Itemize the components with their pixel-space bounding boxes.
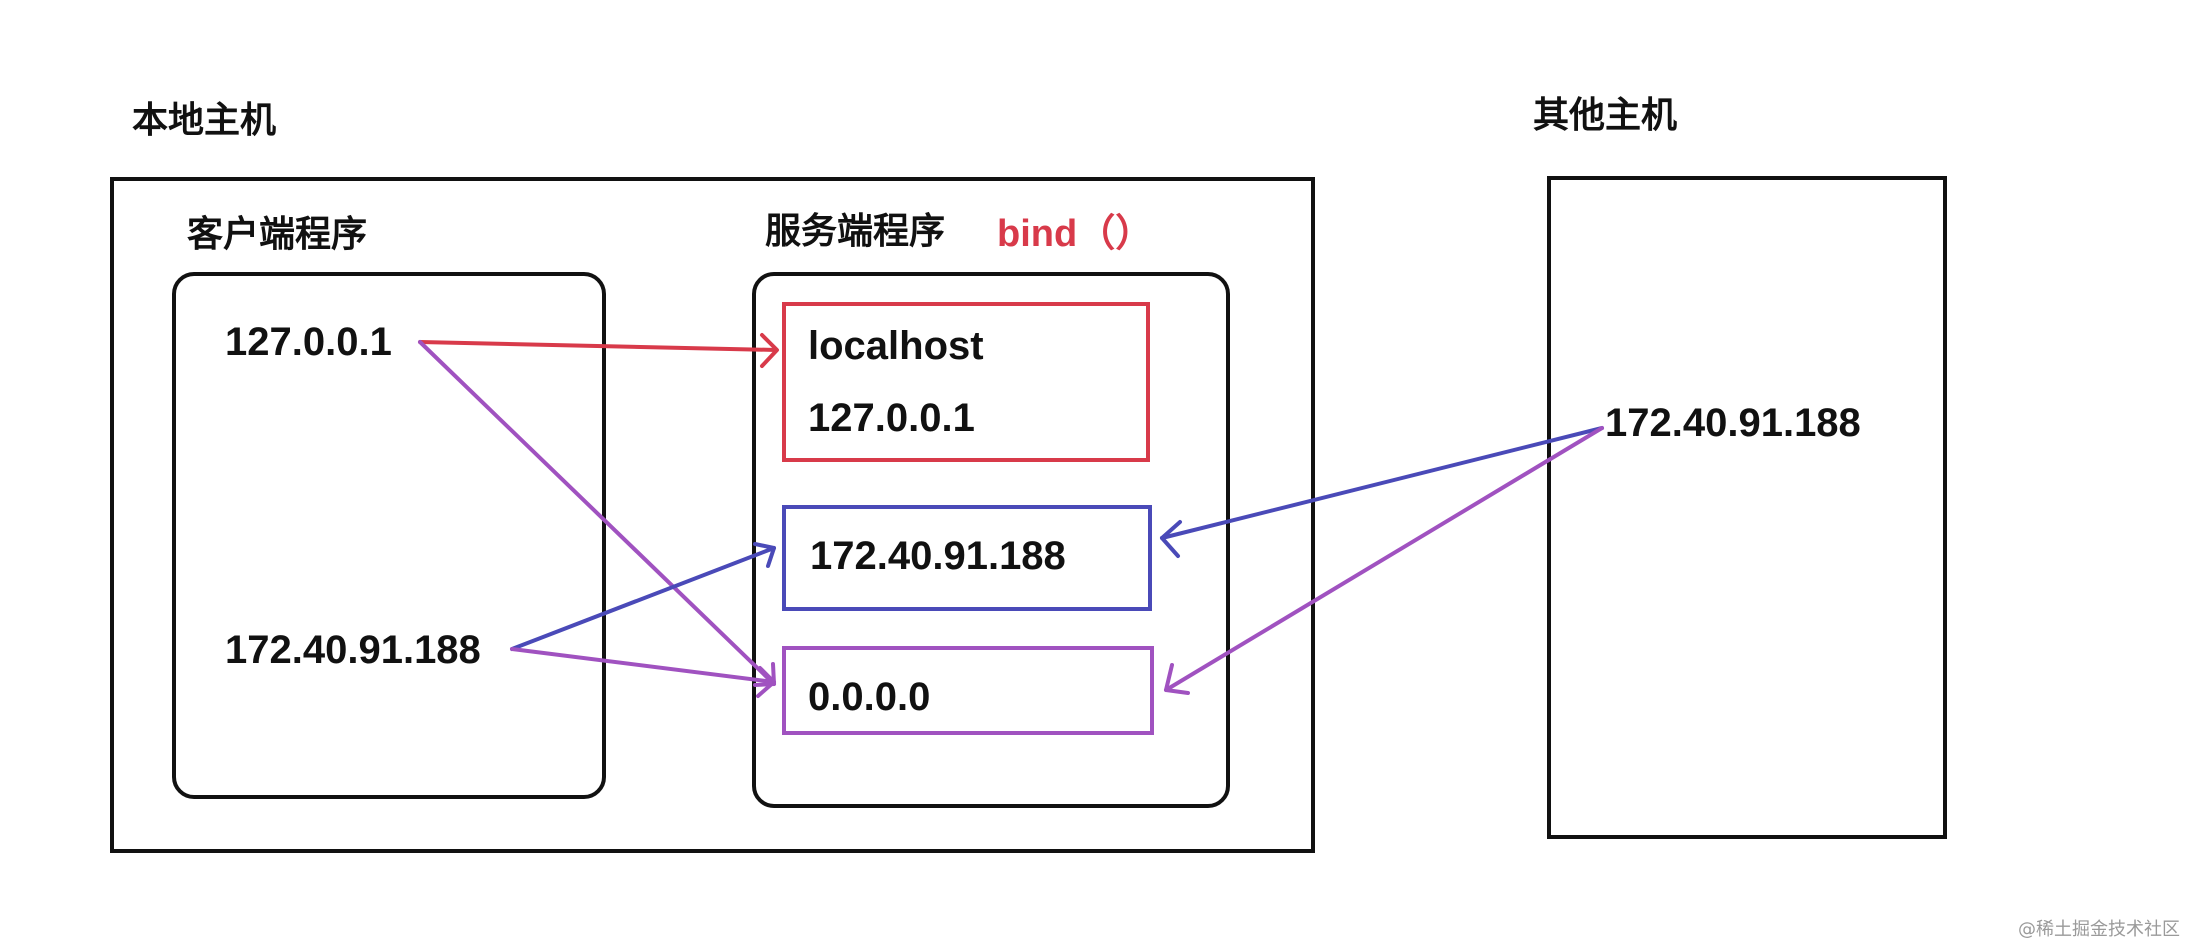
arrow-client-lan-to-lan xyxy=(510,542,776,651)
bind-lan-ip: 172.40.91.188 xyxy=(810,534,1066,578)
arrow-client-lan-to-any xyxy=(510,647,776,698)
client-loopback-ip: 127.0.0.1 xyxy=(225,320,392,364)
client-program-box xyxy=(172,272,606,799)
client-lan-ip: 172.40.91.188 xyxy=(225,628,481,672)
server-program-box xyxy=(752,272,1230,808)
server-program-title: 服务端程序 xyxy=(765,211,946,252)
arrow-client-loopback-to-any xyxy=(418,340,776,687)
bind-lan-box xyxy=(782,505,1152,611)
arrow-other-host-to-lan xyxy=(1160,426,1604,558)
bind-any-ip: 0.0.0.0 xyxy=(808,675,931,719)
local-host-title: 本地主机 xyxy=(132,100,277,141)
bind-localhost-ip: 127.0.0.1 xyxy=(808,396,975,440)
arrow-other-host-to-any xyxy=(1164,426,1604,695)
watermark: @稀土掘金技术社区 xyxy=(2018,919,2180,940)
other-host-box xyxy=(1547,176,1947,839)
bind-localhost-box xyxy=(782,302,1150,462)
bind-localhost-name: localhost xyxy=(808,324,984,368)
local-host-box xyxy=(110,177,1315,853)
client-program-title: 客户端程序 xyxy=(187,214,368,255)
arrow-client-loopback-to-localhost xyxy=(418,333,779,368)
other-host-ip: 172.40.91.188 xyxy=(1605,401,1861,445)
bind-call-label: bind（） xyxy=(997,213,1154,255)
other-host-title: 其他主机 xyxy=(1533,95,1678,136)
bind-any-box xyxy=(782,646,1154,735)
